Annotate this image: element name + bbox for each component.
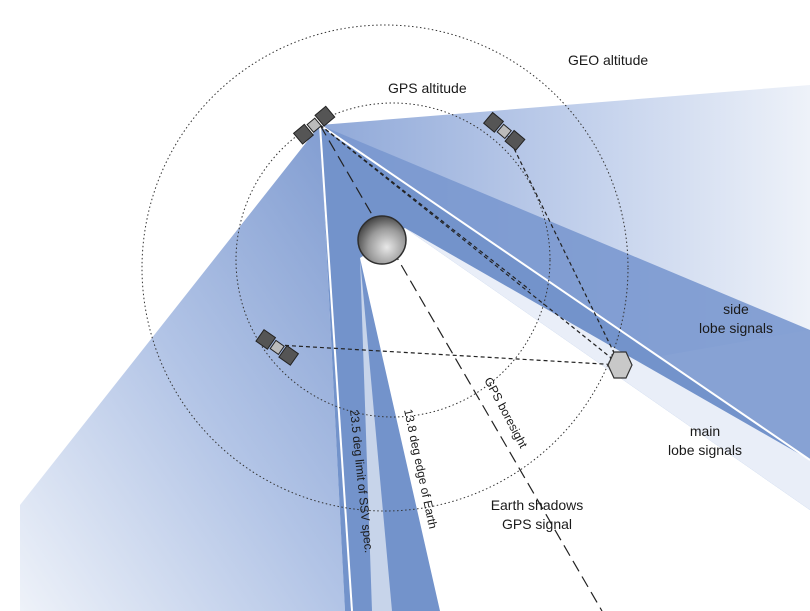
gps-boresight-line <box>319 124 603 611</box>
ssv-limit-line <box>319 124 353 611</box>
sat-to-receiver-line-left <box>277 344 621 366</box>
main-lobe-label-line2: lobe signals <box>668 442 742 458</box>
sat-to-receiver-line-right <box>504 129 621 366</box>
geo-altitude-label: GEO altitude <box>568 52 648 68</box>
gps-orbit-circle <box>235 102 551 418</box>
earth-shadows-label-line1: Earth shadows <box>491 497 584 513</box>
side-lobe-region-left <box>20 125 345 611</box>
earth-shadows-label-line2: GPS signal <box>502 516 572 532</box>
earth-shadow-region <box>360 228 810 611</box>
gps-satellite-icon <box>482 111 526 151</box>
gps-satellite-icon <box>292 105 336 145</box>
earth <box>357 215 407 265</box>
earth-shadow-soft-edge <box>405 228 810 510</box>
main-lobe-upper-boundary <box>319 124 810 461</box>
earth-shadow-left-edge <box>360 258 392 611</box>
side-lobe-label-line1: side <box>723 301 749 317</box>
geo-orbit-circle <box>141 24 629 512</box>
main-lobe-label-line1: main <box>690 423 720 439</box>
side-lobe-label-line2: lobe signals <box>699 320 773 336</box>
receiver-icon <box>607 351 633 379</box>
sat-to-receiver-line-upper <box>319 124 531 291</box>
gps-satellite-icon <box>255 328 300 366</box>
gps-altitude-label: GPS altitude <box>388 80 467 96</box>
